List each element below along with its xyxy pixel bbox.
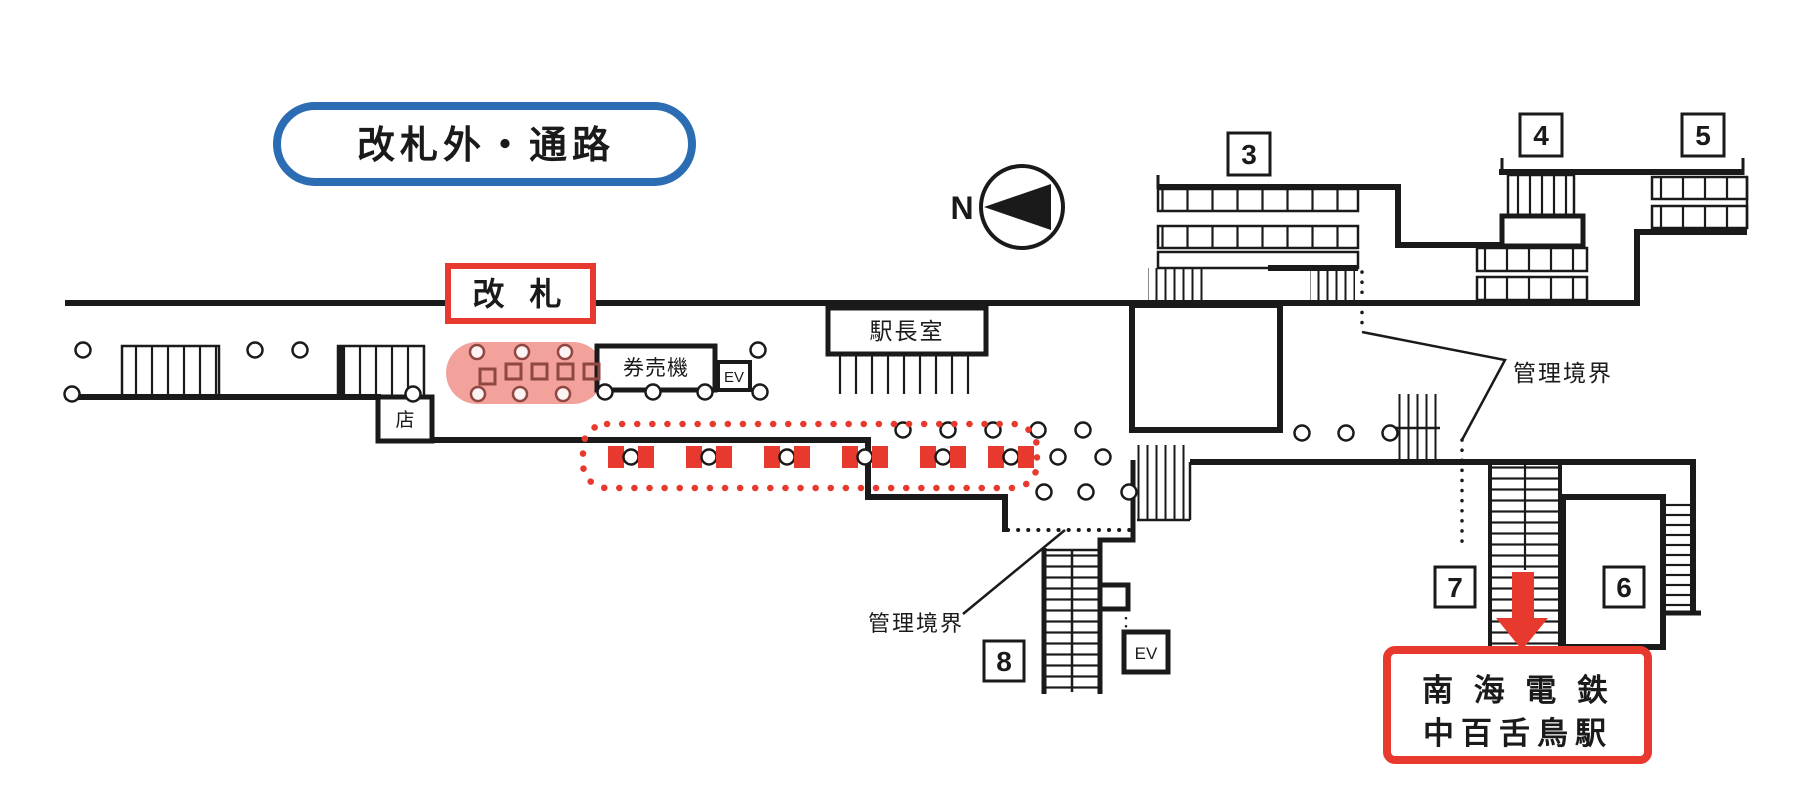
machine-room: [1129, 302, 1283, 433]
boundary-label-bottom: 管理境界: [868, 611, 964, 636]
boundary-lines: [962, 270, 1507, 632]
exit-badge-5: 5: [1680, 112, 1726, 158]
destination-line1: 南 海 電 鉄: [1422, 673, 1614, 708]
destination-line2: 中百舌鳥駅: [1423, 716, 1613, 751]
shop-box: 店: [375, 394, 435, 444]
boundary-label-right: 管理境界: [1513, 360, 1613, 386]
svg-text:6: 6: [1616, 572, 1632, 603]
gate-markers: [608, 446, 1034, 468]
stairs-exit4-lower1: [1475, 246, 1589, 273]
exit-badge-3: 3: [1226, 131, 1272, 177]
stairs-exit3-row1: [1156, 187, 1360, 213]
stairs-left-a: [120, 344, 221, 398]
elevator-upper-label: EV: [724, 369, 744, 386]
ticket-gate-detail: [468, 343, 601, 403]
destination-box: 南 海 電 鉄 中百舌鳥駅: [1383, 646, 1652, 764]
elevator-lower-box: EV: [1121, 629, 1171, 675]
compass-needle-icon: [984, 184, 1051, 230]
stairs-exit3-lower-right: [1310, 268, 1355, 302]
stairs-exit3-lower-left: [1148, 268, 1203, 302]
area-badge: 改札外・通路: [273, 102, 696, 186]
exit-badge-7: 7: [1433, 565, 1477, 609]
compass: N: [950, 164, 1065, 250]
elevator-lower-label: EV: [1135, 644, 1158, 663]
station-office-label: 駅長室: [870, 318, 945, 344]
stairs-exit5-row2: [1650, 204, 1749, 230]
ev-shaft-notch: [1097, 582, 1131, 612]
elevator-upper-box: EV: [716, 360, 752, 392]
stairways: [120, 173, 1749, 692]
stairs-exit5-row1: [1650, 175, 1749, 201]
stairs-exit6: [1663, 503, 1693, 611]
ticket-gate-label: 改 札: [473, 276, 570, 312]
shop-label: 店: [395, 409, 414, 431]
exit-badge-4: 4: [1518, 112, 1564, 158]
exit4-landing: [1499, 213, 1586, 249]
station-office-box: 駅長室: [825, 305, 989, 357]
svg-text:8: 8: [996, 646, 1012, 677]
stairs-exit4-upper: [1506, 173, 1576, 218]
compass-north-label: N: [950, 190, 973, 226]
svg-text:4: 4: [1533, 120, 1549, 151]
nankai-arrow-icon: [1496, 572, 1548, 650]
exit-badge-8: 8: [982, 639, 1026, 683]
stairs-under-office: [838, 354, 978, 394]
station-walls: [65, 158, 1749, 694]
stairs-exit4-lower2: [1475, 275, 1589, 302]
area-badge-label: 改札外・通路: [357, 125, 615, 167]
exit-badges: 3 4 5 6 7 8: [982, 112, 1726, 683]
svg-text:7: 7: [1447, 572, 1463, 603]
ticket-gate-box: 改 札: [445, 263, 596, 324]
red-dashed-zone: [579, 420, 1041, 492]
exit3-landing: [1156, 250, 1360, 270]
svg-text:3: 3: [1241, 139, 1257, 170]
exit-badge-6: 6: [1602, 565, 1646, 609]
svg-text:5: 5: [1695, 120, 1711, 151]
stairs-exit8-upper: [1137, 445, 1190, 520]
ticket-machine-box: 券売機: [594, 343, 718, 393]
ticket-machine-label: 券売機: [623, 357, 689, 380]
stairs-exit3-row2: [1156, 224, 1360, 250]
